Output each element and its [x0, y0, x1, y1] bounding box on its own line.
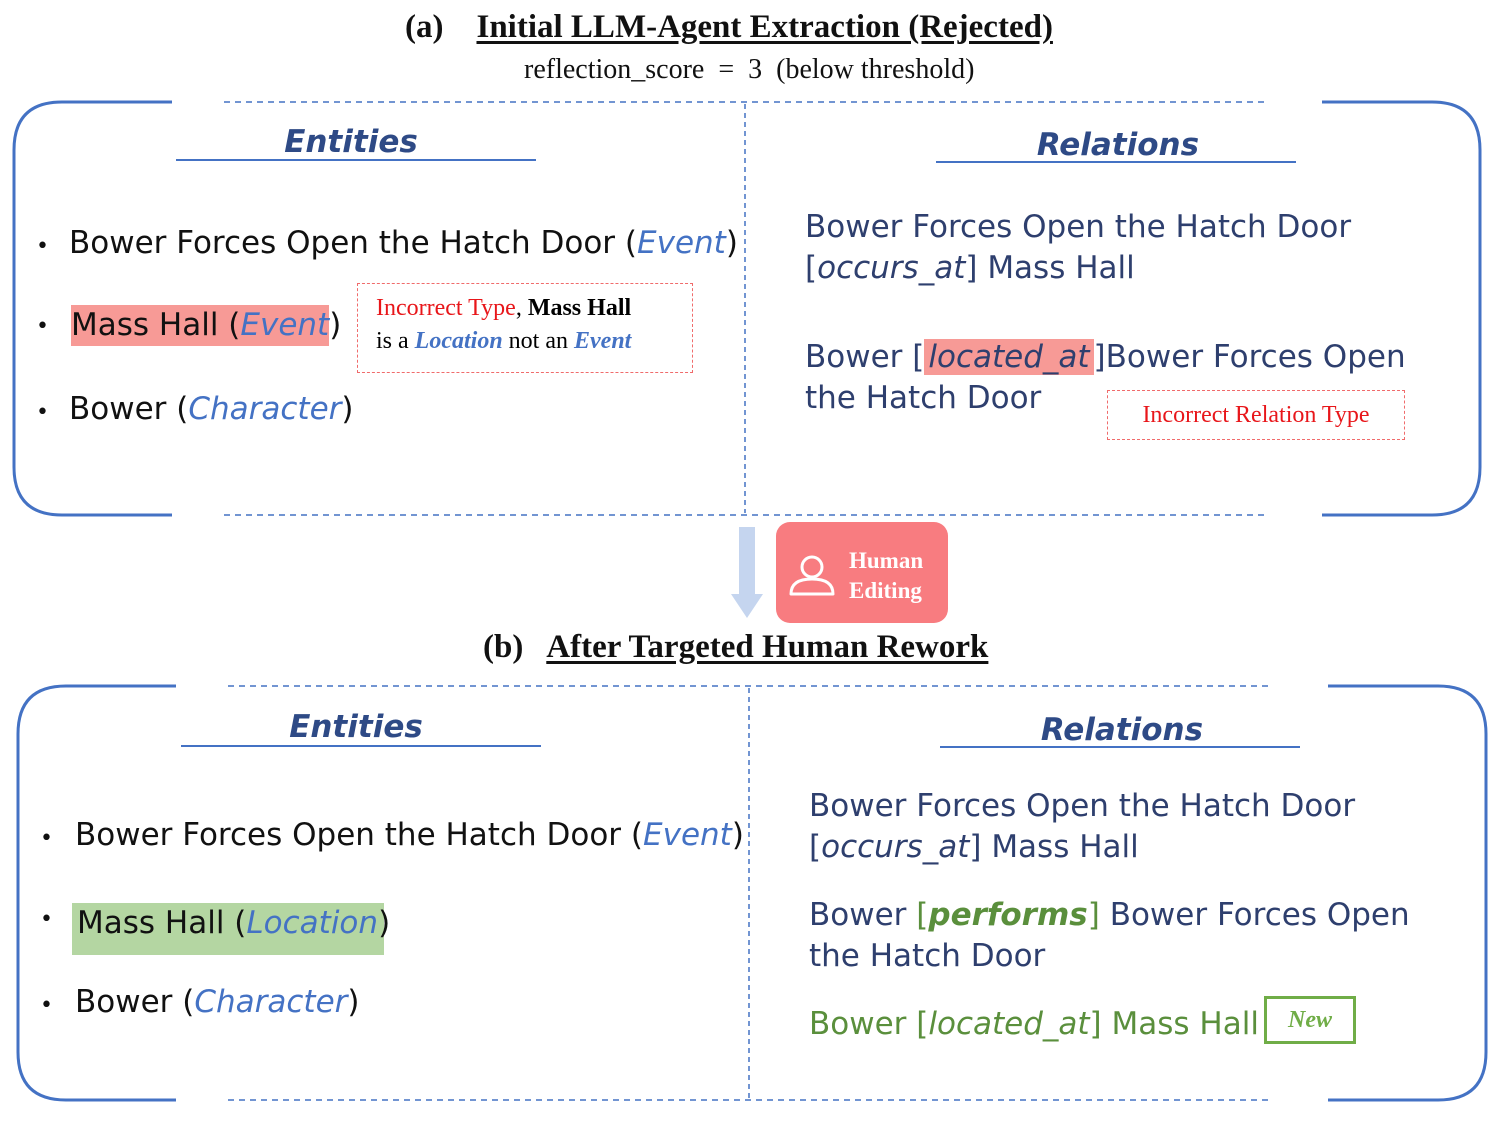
entity-name: Bower	[74, 984, 173, 1020]
note-event: Event	[574, 328, 632, 354]
note-location: Location	[414, 328, 503, 354]
entity-name: Mass Hall	[71, 307, 219, 343]
panel-b-label: (b)	[483, 629, 524, 665]
relation-type-new: located_at	[928, 1006, 1090, 1042]
relation-object-continued: the Hatch Door	[805, 380, 1042, 416]
note-comma: ,	[515, 295, 522, 321]
relation-type-corrected: performs	[928, 897, 1088, 933]
relation-object: Bower Forces Open	[1109, 897, 1410, 933]
relation-object: Mass Hall	[987, 250, 1135, 286]
bullet: •	[36, 314, 49, 339]
panel-b-entity-1: • Bower Forces Open the Hatch Door (Even…	[40, 817, 744, 853]
incorrect-type-note: Incorrect Type, Mass Hall is a Location …	[357, 283, 693, 373]
panel-a-relation-2: Bower [located_at]Bower Forces Open the …	[805, 337, 1406, 419]
panel-b-entity-3: • Bower (Character)	[40, 984, 360, 1020]
note-text: is a	[376, 328, 409, 354]
entity-name: Mass Hall	[77, 905, 225, 941]
human-editing-label: Human Editing	[849, 546, 923, 606]
human-editing-line1: Human	[849, 548, 924, 573]
panel-a-title: (a) Initial LLM-Agent Extraction (Reject…	[405, 9, 1053, 46]
panel-b-right-bracket	[1328, 684, 1488, 1102]
relation-subject: Bower Forces Open the Hatch Door	[809, 788, 1356, 824]
relation-object-continued: the Hatch Door	[809, 938, 1046, 974]
relation-type-incorrect: located_at	[928, 339, 1090, 375]
panel-b-title: (b) After Targeted Human Rework	[483, 629, 988, 666]
panel-a-entity-2-highlight: Mass Hall (Event)	[71, 305, 341, 346]
note-text: not an	[508, 328, 568, 354]
human-editing-badge: Human Editing	[776, 522, 948, 623]
bullet: •	[40, 826, 53, 851]
panel-a-right-bracket	[1322, 100, 1482, 517]
panel-a-left-bracket	[12, 100, 172, 517]
user-icon	[789, 555, 835, 596]
human-editing-line2: Editing	[849, 578, 922, 603]
relation-object: Mass Hall	[1111, 1006, 1259, 1042]
relation-subject: Bower	[809, 897, 907, 933]
panel-b-relation-2: Bower [performs] Bower Forces Open the H…	[809, 895, 1410, 977]
bullet: •	[36, 234, 49, 259]
panel-a-relations-heading: Relations	[1036, 127, 1200, 163]
panel-a-entity-3: • Bower (Character)	[36, 391, 354, 427]
panel-a-entities-heading: Entities	[284, 124, 418, 160]
entity-name: Bower	[68, 391, 167, 427]
panel-b-entity-2-highlight: Mass Hall (Location)	[72, 903, 390, 955]
panel-a-title-text: Initial LLM-Agent Extraction (Rejected)	[476, 9, 1053, 45]
entity-type: Event	[240, 307, 330, 343]
bullet: •	[40, 993, 53, 1018]
entity-type: Character	[188, 391, 342, 427]
entity-name: Bower Forces Open the Hatch Door	[74, 817, 622, 853]
relation-subject: Bower Forces Open the Hatch Door	[805, 209, 1352, 245]
panel-b-relation-3: Bower [located_at] Mass Hall	[809, 1006, 1259, 1042]
incorrect-relation-note: Incorrect Relation Type	[1107, 390, 1405, 440]
panel-b-title-text: After Targeted Human Rework	[546, 629, 989, 665]
entity-name: Bower Forces Open the Hatch Door	[68, 225, 616, 261]
bullet: •	[36, 400, 49, 425]
panel-a-entity-1: • Bower Forces Open the Hatch Door (Even…	[36, 225, 738, 261]
entity-type: Character	[194, 984, 348, 1020]
relation-subject: Bower	[809, 1006, 907, 1042]
bullet: •	[40, 907, 53, 932]
new-badge: New	[1264, 996, 1356, 1044]
relation-type: occurs_at	[817, 250, 966, 286]
relation-type: occurs_at	[821, 829, 970, 865]
entity-type: Event	[637, 225, 726, 261]
relation-subject: Bower	[805, 339, 903, 375]
panel-b-relations-heading: Relations	[1040, 712, 1204, 748]
panel-a-label: (a)	[405, 9, 444, 45]
panel-b-entities-heading: Entities	[289, 709, 423, 745]
down-arrow-icon	[731, 527, 763, 618]
panel-b-left-bracket	[16, 684, 176, 1102]
note-entity-name: Mass Hall	[527, 295, 632, 321]
note-error-text: Incorrect Type	[376, 295, 516, 321]
panel-b-relation-1: Bower Forces Open the Hatch Door [occurs…	[809, 788, 1356, 865]
relation-object: Bower Forces Open	[1105, 339, 1406, 375]
panel-a-relation-1: Bower Forces Open the Hatch Door [occurs…	[805, 209, 1352, 286]
relation-object: Mass Hall	[991, 829, 1139, 865]
entity-type-corrected: Location	[246, 905, 379, 941]
entity-type: Event	[643, 817, 732, 853]
reflection-score: reflection_score = 3 (below threshold)	[524, 54, 975, 85]
